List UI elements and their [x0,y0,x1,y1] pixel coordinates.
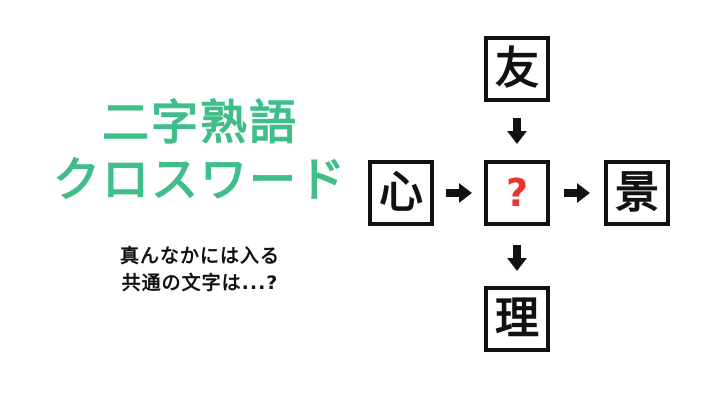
arrow-right-icon [564,183,590,203]
subtitle: 真んなかには入る 共通の文字は...? [15,243,385,297]
arrow-down-icon [507,245,527,271]
title-line-2: クロスワード [53,153,347,208]
puzzle-cell-top: 友 [484,36,550,102]
subtitle-line-1: 真んなかには入る [119,245,280,267]
title-line-1: 二字熟語 [102,96,298,151]
puzzle-cell-center: ? [484,160,550,226]
puzzle-char-left: 心 [379,167,423,218]
arrow-right-icon [446,183,472,203]
page-title: 二字熟語 クロスワード [15,95,385,209]
puzzle-question-mark: ? [505,171,529,215]
puzzle-char-right: 景 [615,167,659,218]
arrow-down-icon [507,118,527,144]
subtitle-line-2: 共通の文字は...? [121,272,279,294]
puzzle-cell-right: 景 [604,160,670,226]
puzzle-cell-bottom: 理 [484,286,550,352]
puzzle-cell-left: 心 [368,160,434,226]
puzzle-char-bottom: 理 [495,293,539,344]
puzzle-char-top: 友 [495,43,539,94]
